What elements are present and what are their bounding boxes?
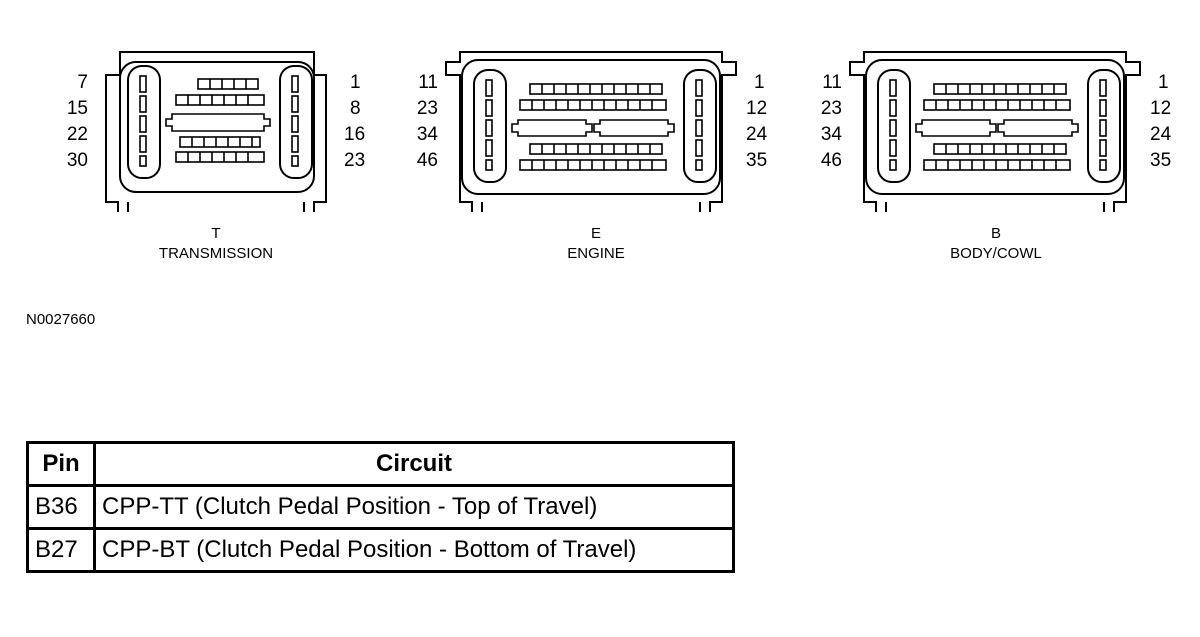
connector-code: E — [591, 225, 601, 242]
connector-code: B — [991, 225, 1001, 242]
pin-label: 11 — [418, 72, 438, 93]
pin-cell: B27 — [26, 527, 96, 573]
pin-circuit-table: Pin Circuit B36 CPP-TT (Clutch Pedal Pos… — [26, 441, 735, 573]
pin-label: 24 — [1150, 124, 1172, 145]
connector-code: T — [211, 225, 220, 242]
pin-label: 46 — [417, 150, 438, 171]
pin-label: 23 — [821, 98, 842, 119]
pin-label: 34 — [821, 124, 843, 145]
circuit-cell: CPP-BT (Clutch Pedal Position - Bottom o… — [93, 527, 735, 573]
connector-name: ENGINE — [567, 245, 625, 262]
connector-housing — [105, 51, 327, 212]
pin-label: 12 — [746, 98, 767, 119]
connector-name: BODY/COWL — [950, 245, 1042, 262]
pin-label: 34 — [417, 124, 439, 145]
connector-housing — [445, 51, 737, 212]
connector-body-cowl — [849, 51, 1141, 212]
pin-label: 8 — [350, 98, 361, 119]
pin-label: 23 — [417, 98, 438, 119]
pin-label: 30 — [67, 150, 88, 171]
pin-label: 46 — [821, 150, 842, 171]
pin-label: 1 — [1158, 72, 1169, 93]
figure-reference: N0027660 — [26, 311, 96, 328]
connector-diagram: 7 15 22 30 1 8 16 23 T TRANSMISSION 11 2… — [67, 51, 1172, 262]
connector-name: TRANSMISSION — [159, 245, 273, 262]
pin-label: 1 — [754, 72, 765, 93]
circuit-column-header: Circuit — [93, 441, 735, 487]
pin-label: 1 — [350, 72, 361, 93]
table-row: B27 CPP-BT (Clutch Pedal Position - Bott… — [26, 527, 735, 573]
connector-transmission — [105, 51, 327, 212]
connector-housing — [849, 51, 1141, 212]
pin-label: 11 — [822, 72, 842, 93]
pin-label: 35 — [1150, 150, 1171, 171]
connector-engine — [445, 51, 737, 212]
pin-label: 12 — [1150, 98, 1171, 119]
pin-label: 7 — [77, 72, 88, 93]
pin-label: 22 — [67, 124, 88, 145]
pin-label: 16 — [344, 124, 365, 145]
pin-label: 23 — [344, 150, 365, 171]
table-row: B36 CPP-TT (Clutch Pedal Position - Top … — [26, 484, 735, 530]
pin-cell: B36 — [26, 484, 96, 530]
table-header-row: Pin Circuit — [26, 441, 735, 487]
pin-label: 24 — [746, 124, 768, 145]
circuit-cell: CPP-TT (Clutch Pedal Position - Top of T… — [93, 484, 735, 530]
pin-label: 15 — [67, 98, 88, 119]
pin-column-header: Pin — [26, 441, 96, 487]
pin-label: 35 — [746, 150, 767, 171]
